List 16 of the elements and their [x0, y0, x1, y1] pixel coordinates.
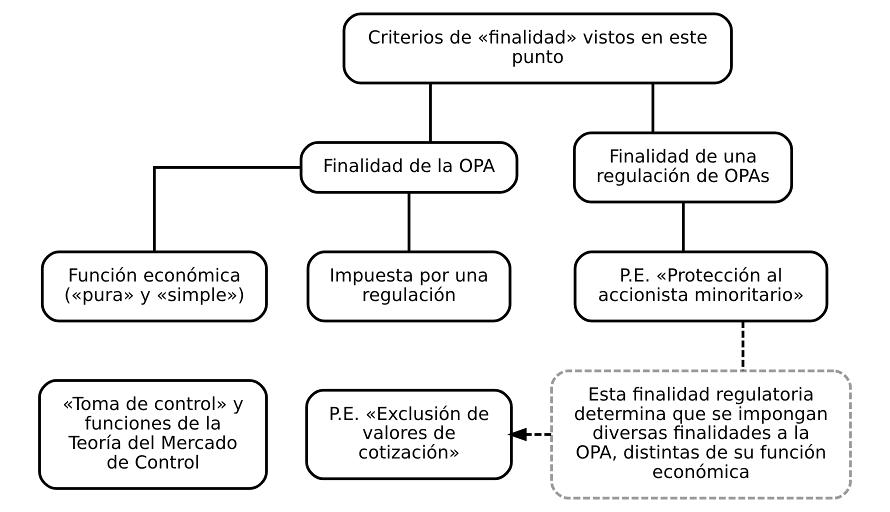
connector	[742, 321, 744, 370]
connector	[153, 166, 302, 252]
node-box: P.E. «Protección al accionista minoritario»	[574, 250, 828, 322]
connector	[682, 202, 685, 252]
node-box: Finalidad de una regulación de OPAs	[573, 131, 794, 204]
node-box: Esta finalidad regulatoria determina que se impongan diversas finalidades a la OPA, distintas de su función económica	[550, 369, 852, 500]
node-box: P.E. «Exclusión de valores de cotización»	[305, 388, 513, 480]
node-box: Función económica («pura» y «simple»)	[40, 250, 268, 322]
connector	[408, 192, 410, 252]
node-box: «Toma de control» y funciones de la Teoría del Mercado de Control	[38, 379, 268, 490]
arrow	[507, 428, 552, 442]
connector	[429, 84, 432, 142]
node-box: Impuesta por una regulación	[306, 250, 512, 322]
node-box: Criterios de «finalidad» vistos en este punto	[342, 12, 733, 84]
node-box: Finalidad de la OPA	[300, 141, 518, 194]
connector	[652, 84, 654, 133]
